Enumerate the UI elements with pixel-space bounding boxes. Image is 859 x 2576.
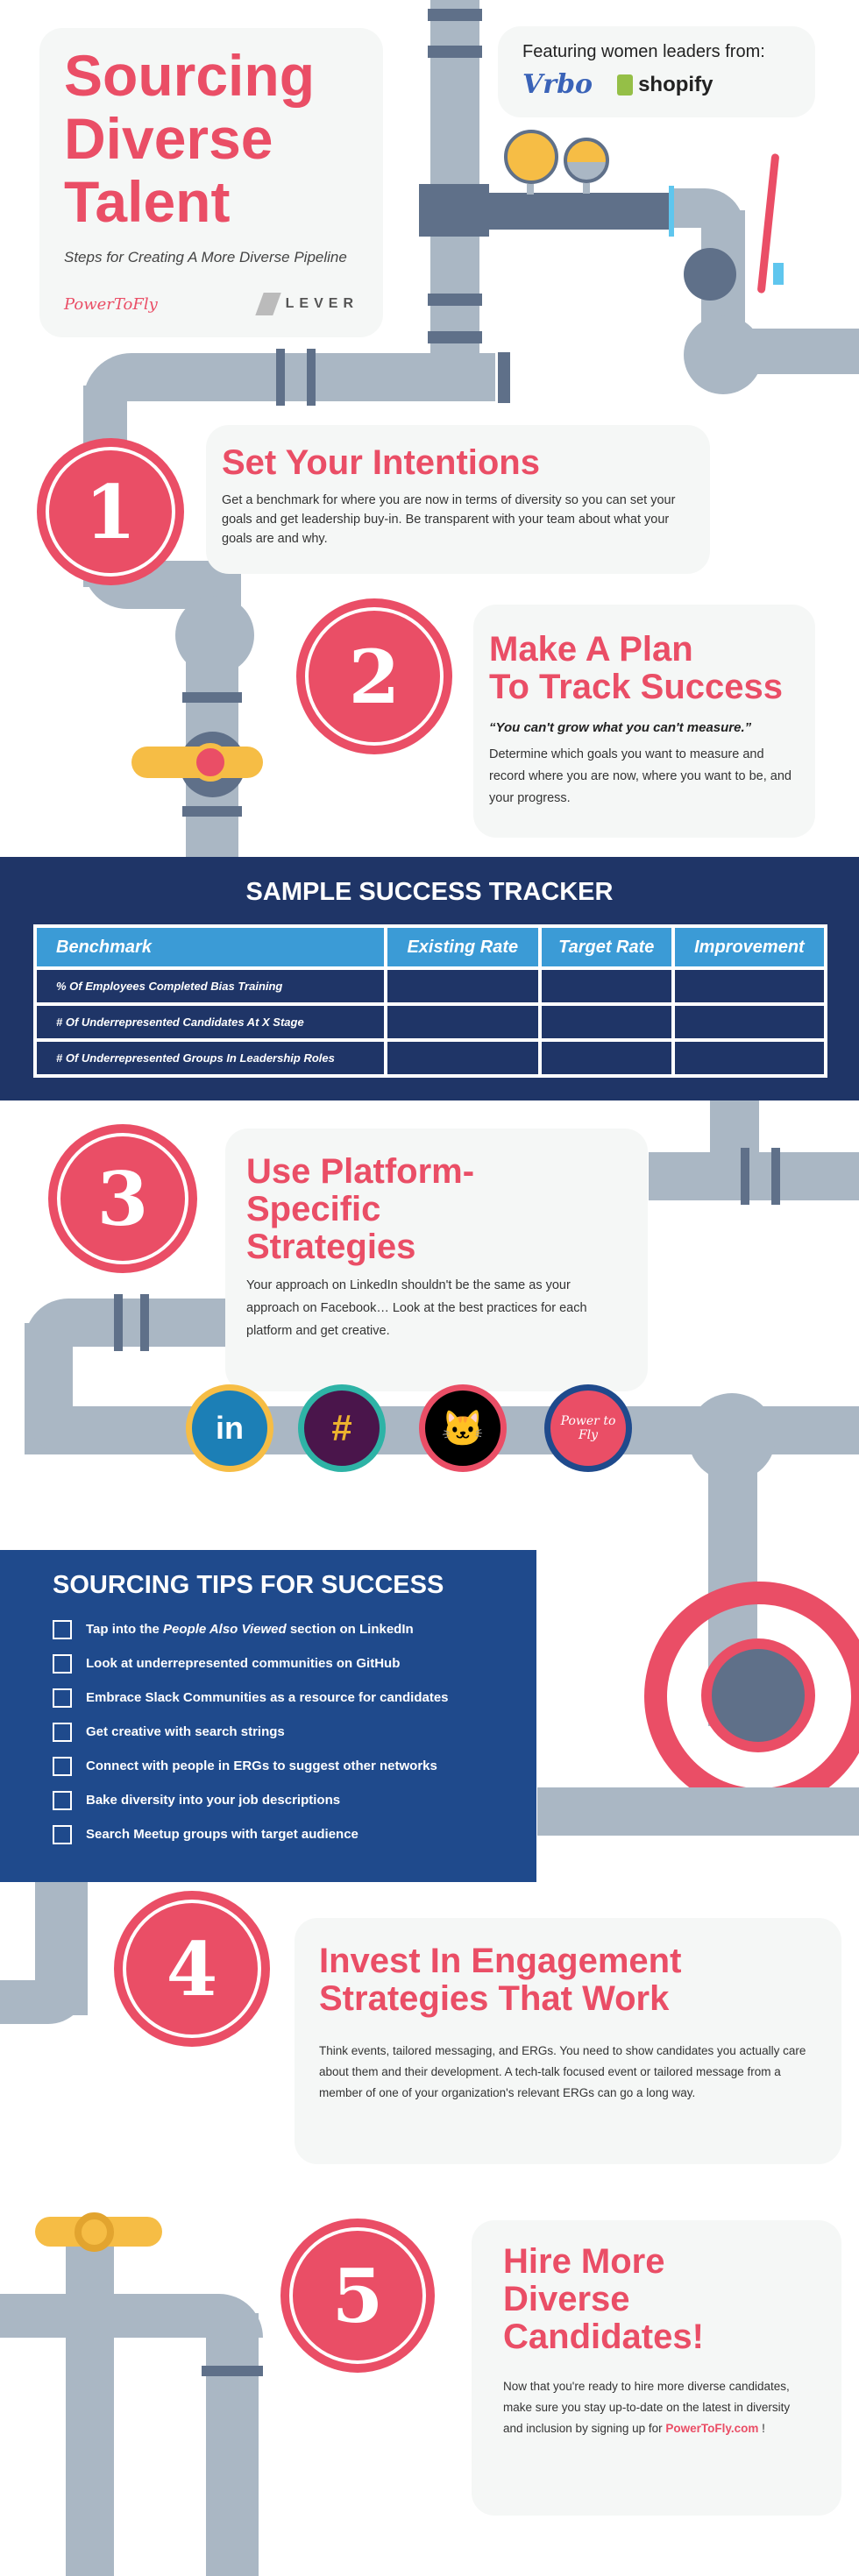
step-title-line: Use Platform- [246, 1152, 475, 1191]
cell[interactable] [384, 1002, 542, 1042]
step-title-line: Diverse [503, 2280, 630, 2319]
step-number-badge: 3 [48, 1124, 197, 1273]
checkbox[interactable] [53, 1722, 72, 1742]
subtitle: Steps for Creating A More Diverse Pipeli… [64, 249, 347, 265]
cell[interactable] [671, 1002, 828, 1042]
step-body: Determine which goals you want to measur… [489, 747, 792, 806]
step-body: Get a benchmark for where you are now in… [222, 493, 676, 547]
column-header: Benchmark [33, 924, 387, 970]
step-body: Now that you're ready to hire more diver… [503, 2379, 791, 2435]
cell[interactable] [384, 1038, 542, 1078]
success-tracker-panel: SAMPLE SUCCESS TRACKER Benchmark Existin… [0, 857, 859, 1100]
step-body: Your approach on LinkedIn shouldn't be t… [246, 1277, 587, 1338]
step-title-line: To Track Success [489, 668, 783, 707]
step-title-line: Hire More [503, 2242, 665, 2281]
checkbox[interactable] [53, 1653, 72, 1674]
cell[interactable] [671, 966, 828, 1006]
tracker-table: Benchmark Existing Rate Target Rate Impr… [33, 924, 828, 1078]
featuring-label: Featuring women leaders from: [522, 42, 765, 61]
step-number-badge: 1 [37, 438, 184, 585]
step-title-line: Candidates! [503, 2318, 704, 2357]
checklist-item[interactable]: Connect with people in ERGs to suggest o… [53, 1749, 484, 1783]
step-quote: “You can't grow what you can't measure.” [489, 720, 752, 736]
row-label: # Of Underrepresented Candidates At X St… [33, 1002, 387, 1042]
step-title-line: Strategies That Work [319, 1979, 670, 2019]
checklist-item[interactable]: Bake diversity into your job description… [53, 1783, 484, 1817]
shopify-logo: shopify [617, 73, 713, 97]
cell[interactable] [537, 1002, 675, 1042]
column-header: Target Rate [537, 924, 675, 970]
step-number-badge: 2 [296, 598, 452, 754]
checklist-item[interactable]: Search Meetup groups with target audienc… [53, 1817, 484, 1851]
lever-logo: LEVER [254, 293, 359, 315]
checklist-item[interactable]: Embrace Slack Communities as a resource … [53, 1681, 484, 1715]
powertofly-link[interactable]: PowerToFly.com [665, 2421, 759, 2435]
page-title-line: Talent [64, 169, 231, 234]
step-title-line: Specific [246, 1190, 381, 1229]
cell[interactable] [537, 1038, 675, 1078]
step-number-badge: 5 [280, 2219, 435, 2373]
gauge-icon [504, 130, 558, 184]
table-row: # Of Underrepresented Groups In Leadersh… [33, 1038, 828, 1078]
cell[interactable] [537, 966, 675, 1006]
step-title-line: Strategies [246, 1228, 416, 1267]
step-card: Invest In Engagement Strategies That Wor… [295, 1918, 841, 2164]
powertofly-icon: Power to Fly [544, 1384, 632, 1472]
table-row: # Of Underrepresented Candidates At X St… [33, 1002, 828, 1042]
row-label: # Of Underrepresented Groups In Leadersh… [33, 1038, 387, 1078]
step-card: Hire More Diverse Candidates! Now that y… [472, 2220, 841, 2516]
step-title-line: Invest In Engagement [319, 1942, 682, 1980]
page-title-line: Diverse [64, 106, 273, 171]
checkbox[interactable] [53, 1688, 72, 1708]
gauge-icon [564, 138, 609, 183]
cell[interactable] [671, 1038, 828, 1078]
step-card: Use Platform- Specific Strategies Your a… [225, 1129, 648, 1391]
page-title-line: Sourcing [64, 43, 316, 108]
step-body: Think events, tailored messaging, and ER… [319, 2044, 806, 2100]
table-row: % Of Employees Completed Bias Training [33, 966, 828, 1006]
column-header: Existing Rate [384, 924, 542, 970]
step-title-line: Make A Plan [489, 630, 693, 669]
checkbox[interactable] [53, 1619, 72, 1639]
checklist-item[interactable]: Tap into the People Also Viewed section … [53, 1612, 484, 1646]
checklist-item[interactable]: Look at underrepresented communities on … [53, 1646, 484, 1681]
tips-title: SOURCING TIPS FOR SUCCESS [53, 1571, 444, 1599]
vrbo-logo: Vrbo [522, 69, 593, 100]
checklist-item[interactable]: Get creative with search strings [53, 1715, 484, 1749]
linkedin-icon: in [186, 1384, 273, 1472]
cell[interactable] [384, 966, 542, 1006]
column-header: Improvement [671, 924, 828, 970]
checkbox[interactable] [53, 1824, 72, 1844]
powertofly-logo: PowerToFly [64, 294, 158, 314]
step-title: Set Your Intentions [222, 443, 540, 482]
checkbox[interactable] [53, 1790, 72, 1810]
featuring-card: Featuring women leaders from: Vrbo shopi… [498, 26, 815, 117]
github-icon: 🐱 [419, 1384, 507, 1472]
sourcing-tips-panel: SOURCING TIPS FOR SUCCESS Tap into the P… [0, 1550, 536, 1882]
title-card: Sourcing Diverse Talent Steps for Creati… [39, 28, 383, 337]
checkbox[interactable] [53, 1756, 72, 1776]
step-card: Set Your Intentions Get a benchmark for … [206, 425, 710, 574]
step-number-badge: 4 [114, 1891, 270, 2047]
step-card: Make A Plan To Track Success “You can't … [473, 605, 815, 838]
slack-icon: # [298, 1384, 386, 1472]
tracker-title: SAMPLE SUCCESS TRACKER [245, 878, 614, 906]
row-label: % Of Employees Completed Bias Training [33, 966, 387, 1006]
